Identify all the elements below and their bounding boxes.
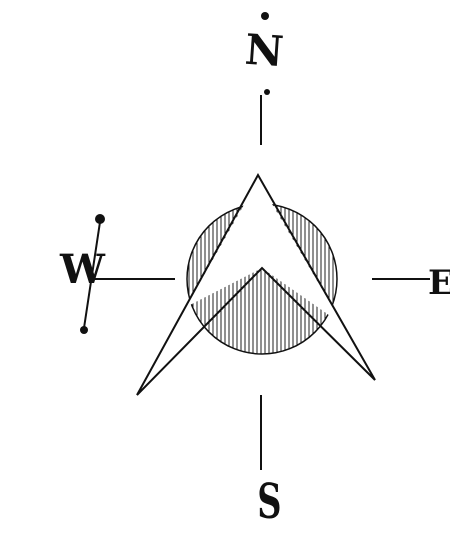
- west-label: W: [60, 246, 105, 293]
- east-label: E: [428, 263, 450, 303]
- west-ink-dot-lower: [80, 326, 88, 334]
- north-ink-dot-lower: [264, 89, 270, 95]
- chevron-inner-gap: [186, 180, 343, 325]
- north-ink-dot: [261, 12, 269, 20]
- south-label: S: [257, 474, 282, 530]
- west-ink-dot: [95, 214, 105, 224]
- north-label: N: [243, 24, 286, 77]
- chevron-arrow: [136, 172, 376, 396]
- west-ink-stroke: [83, 221, 101, 329]
